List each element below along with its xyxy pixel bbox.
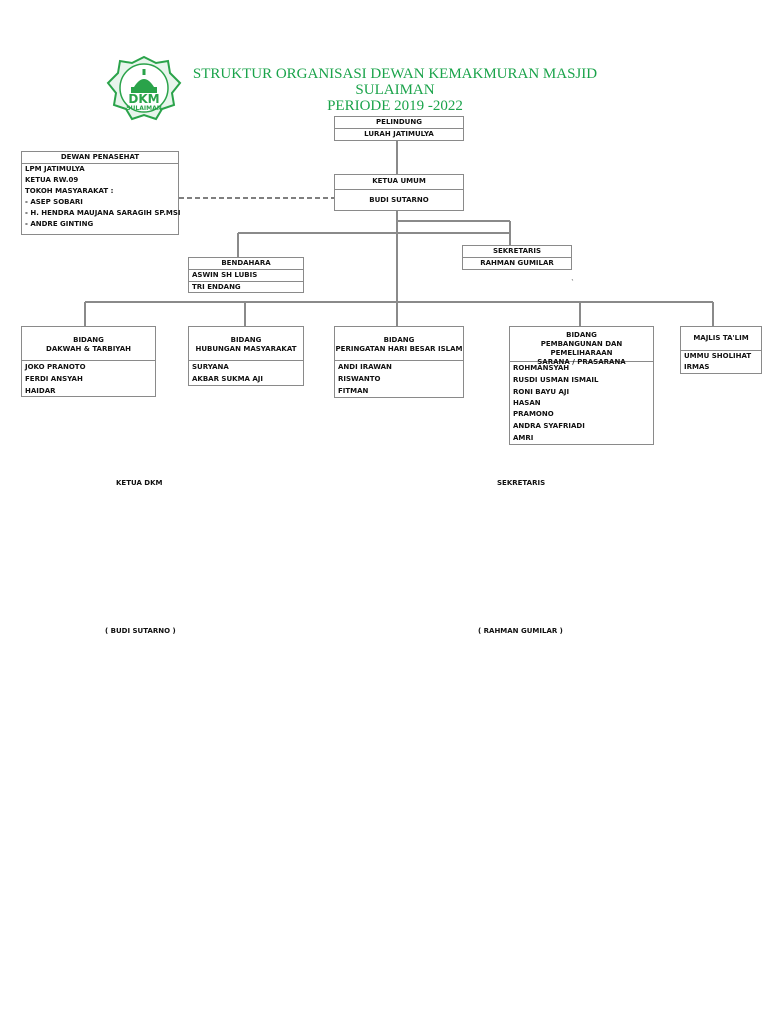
member-item: LPM JATIMULYA [25, 165, 85, 173]
member-item: SURYANA [192, 363, 229, 371]
header-line: BIDANG [383, 336, 415, 344]
member-item: FITMAN [338, 387, 369, 395]
header-line: MAJLIS TA'LIM [693, 334, 749, 342]
member-item: UMMU SHOLIHAT [684, 352, 752, 360]
box-bidang-pembangunan: BIDANG PEMBANGUNAN DAN PEMELIHARAAN SARA… [509, 326, 654, 445]
box-pelindung: PELINDUNG LURAH JATIMULYA [334, 116, 464, 141]
title-line-1: STRUKTUR ORGANISASI DEWAN KEMAKMURAN MAS… [192, 66, 598, 98]
box-bidang-dakwah: BIDANG DAKWAH & TARBIYAH JOKO PRANOTO FE… [21, 326, 156, 397]
logo-text-sub: SULAIMAN [126, 105, 162, 112]
signature-left-name: ( BUDI SUTARNO ) [105, 627, 176, 635]
member-item: HAIDAR [25, 387, 56, 395]
dkm-logo: DKM SULAIMAN [104, 55, 184, 121]
member-item: - ANDRE GINTING [25, 220, 94, 228]
member-item: TOKOH MASYARAKAT : [25, 187, 114, 195]
header-line: BIDANG [73, 336, 104, 344]
signature-left-title: KETUA DKM [116, 479, 163, 487]
box-majlis-talim: MAJLIS TA'LIM UMMU SHOLIHAT IRMAS [680, 326, 762, 374]
member-item: KETUA RW.09 [25, 176, 79, 184]
signature-right-name: ( RAHMAN GUMILAR ) [478, 627, 563, 635]
member-item: PRAMONO [513, 410, 554, 418]
header-line: BIDANG [566, 331, 597, 339]
logo-text-main: DKM [128, 92, 160, 106]
signature-right-title: SEKRETARIS [497, 479, 546, 487]
member-item: LURAH JATIMULYA [364, 130, 434, 138]
member-item: ASWIN SH LUBIS [189, 270, 303, 282]
box-sekretaris: SEKRETARIS RAHMAN GUMILAR [462, 245, 572, 270]
member-item: ANDRA SYAFRIADI [513, 422, 585, 430]
member-item: RUSDI USMAN ISMAIL [513, 376, 599, 384]
member-item: AMRI [513, 434, 534, 442]
header-line: PEMBANGUNAN DAN PEMELIHARAAN [540, 340, 623, 357]
box-header: SEKRETARIS [463, 246, 571, 258]
member-item: ROHMANSYAH [513, 364, 570, 372]
member-item: BUDI SUTARNO [369, 196, 429, 204]
box-header: BIDANG DAKWAH & TARBIYAH [22, 327, 155, 361]
member-item: JOKO PRANOTO [25, 363, 86, 371]
member-item: HASAN [513, 399, 541, 407]
box-header: MAJLIS TA'LIM [681, 327, 761, 351]
chart-title: STRUKTUR ORGANISASI DEWAN KEMAKMURAN MAS… [160, 66, 630, 114]
header-line: BIDANG [230, 336, 262, 344]
box-bidang-phbi: BIDANG PERINGATAN HARI BESAR ISLAM ANDI … [334, 326, 464, 398]
title-line-2: PERIODE 2019 -2022 [327, 98, 463, 114]
box-header: DEWAN PENASEHAT [22, 152, 178, 164]
header-line: HUBUNGAN MASYARAKAT [195, 345, 297, 353]
member-item: - H. HENDRA MAUJANA SARAGIH SP.MSI [25, 209, 181, 217]
header-line: DAKWAH & TARBIYAH [46, 345, 131, 353]
box-bendahara: BENDAHARA ASWIN SH LUBIS TRI ENDANG [188, 257, 304, 293]
member-item: TRI ENDANG [192, 283, 241, 291]
header-line: PERINGATAN HARI BESAR ISLAM [335, 345, 463, 353]
member-item: RAHMAN GUMILAR [480, 259, 554, 267]
box-ketua-umum: KETUA UMUM BUDI SUTARNO [334, 174, 464, 211]
member-item: AKBAR SUKMA AJI [192, 375, 264, 383]
box-header: BIDANG PEMBANGUNAN DAN PEMELIHARAAN SARA… [510, 327, 653, 366]
stray-mark: ` [571, 279, 575, 287]
box-header: BENDAHARA [189, 258, 303, 270]
box-header: PELINDUNG [335, 117, 463, 129]
box-bidang-humas: BIDANG HUBUNGAN MASYARAKAT SURYANA AKBAR… [188, 326, 304, 386]
mosque-logo-icon [106, 55, 182, 121]
member-item: IRMAS [684, 363, 710, 371]
header-line: SARANA / PRASARANA [537, 358, 626, 366]
box-header: BIDANG HUBUNGAN MASYARAKAT [189, 327, 303, 361]
member-item: RISWANTO [338, 375, 381, 383]
box-dewan-penasehat: DEWAN PENASEHAT LPM JATIMULYA KETUA RW.0… [21, 151, 181, 235]
member-item: ANDI IRAWAN [338, 363, 392, 371]
box-header: KETUA UMUM [335, 175, 463, 190]
member-item: FERDI ANSYAH [25, 375, 83, 383]
member-item: RONI BAYU AJI [513, 388, 570, 396]
member-item: - ASEP SOBARI [25, 198, 83, 206]
box-header: BIDANG PERINGATAN HARI BESAR ISLAM [335, 327, 463, 361]
